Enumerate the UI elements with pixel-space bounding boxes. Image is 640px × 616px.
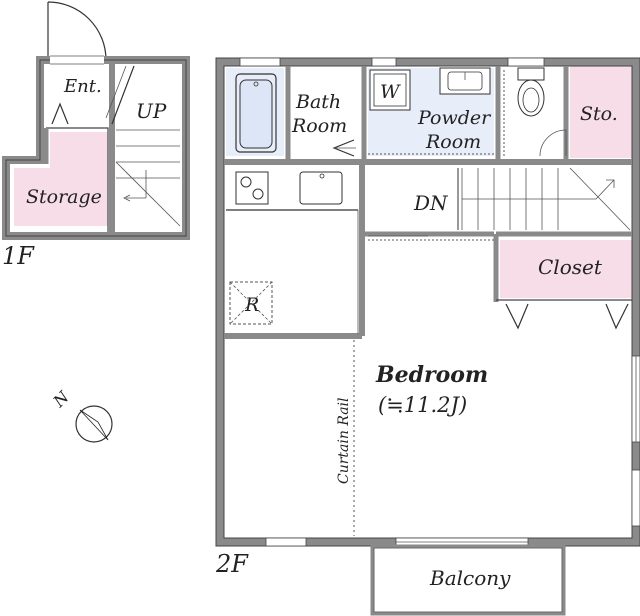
stairs-2f: [457, 167, 631, 231]
toilet-door-swing: [539, 129, 567, 157]
washer-label: W: [380, 81, 401, 103]
closet-fill: [500, 240, 632, 298]
sink: [439, 67, 491, 95]
step-icon: [51, 102, 69, 125]
entrance-label: Ent.: [63, 76, 102, 97]
storage-1f-label: Storage: [26, 186, 102, 208]
storage-2f-label: Sto.: [580, 103, 618, 125]
fridge-label: R: [244, 294, 259, 316]
shoe-box-line: [111, 65, 135, 125]
toilet: [517, 67, 545, 117]
curtain-rail-label: Curtain Rail: [336, 397, 352, 484]
bath-label-1: Bath: [295, 91, 341, 113]
powder-label-2: Room: [425, 131, 481, 153]
washer: W: [369, 69, 411, 111]
windows-top: [239, 57, 545, 67]
entrance-door-swing: [47, 1, 107, 61]
floor-2f-label: 2F: [215, 550, 249, 578]
storage-2f-fill: [570, 66, 632, 158]
balcony: [370, 544, 566, 616]
closet-doors: [505, 303, 629, 330]
kitchen-counter: [226, 171, 359, 334]
up-label: UP: [136, 99, 167, 123]
storage-1f-wall: [46, 127, 109, 232]
refrigerator: R: [229, 281, 273, 325]
kitchen-sink: [299, 171, 343, 205]
powder-label-1: Powder: [417, 107, 492, 129]
compass-north-label: N: [49, 387, 74, 412]
storage-1f-fill: [14, 132, 108, 226]
compass: N: [49, 387, 113, 443]
stair-arrow-2f: [462, 179, 615, 200]
floor-1f: Ent. UP Storage 1F: [2, 1, 190, 270]
bedroom-label: Bedroom: [375, 362, 488, 388]
stove-burner-icon: [240, 176, 252, 188]
stove-burner-icon: [252, 188, 264, 200]
stairs-1f: [115, 129, 181, 227]
bath-label-2: Room: [291, 115, 347, 137]
down-label: DN: [413, 191, 449, 215]
bathtub: [235, 73, 277, 153]
bedroom-size-label: (≒11.2J): [378, 393, 467, 417]
floor-1f-label: 1F: [2, 242, 35, 270]
floor-2f: W: [215, 57, 640, 616]
closet-label: Closet: [538, 255, 603, 279]
walls-1f-outline: [5, 59, 187, 237]
windows-right: [631, 355, 640, 527]
balcony-label: Balcony: [429, 566, 511, 590]
